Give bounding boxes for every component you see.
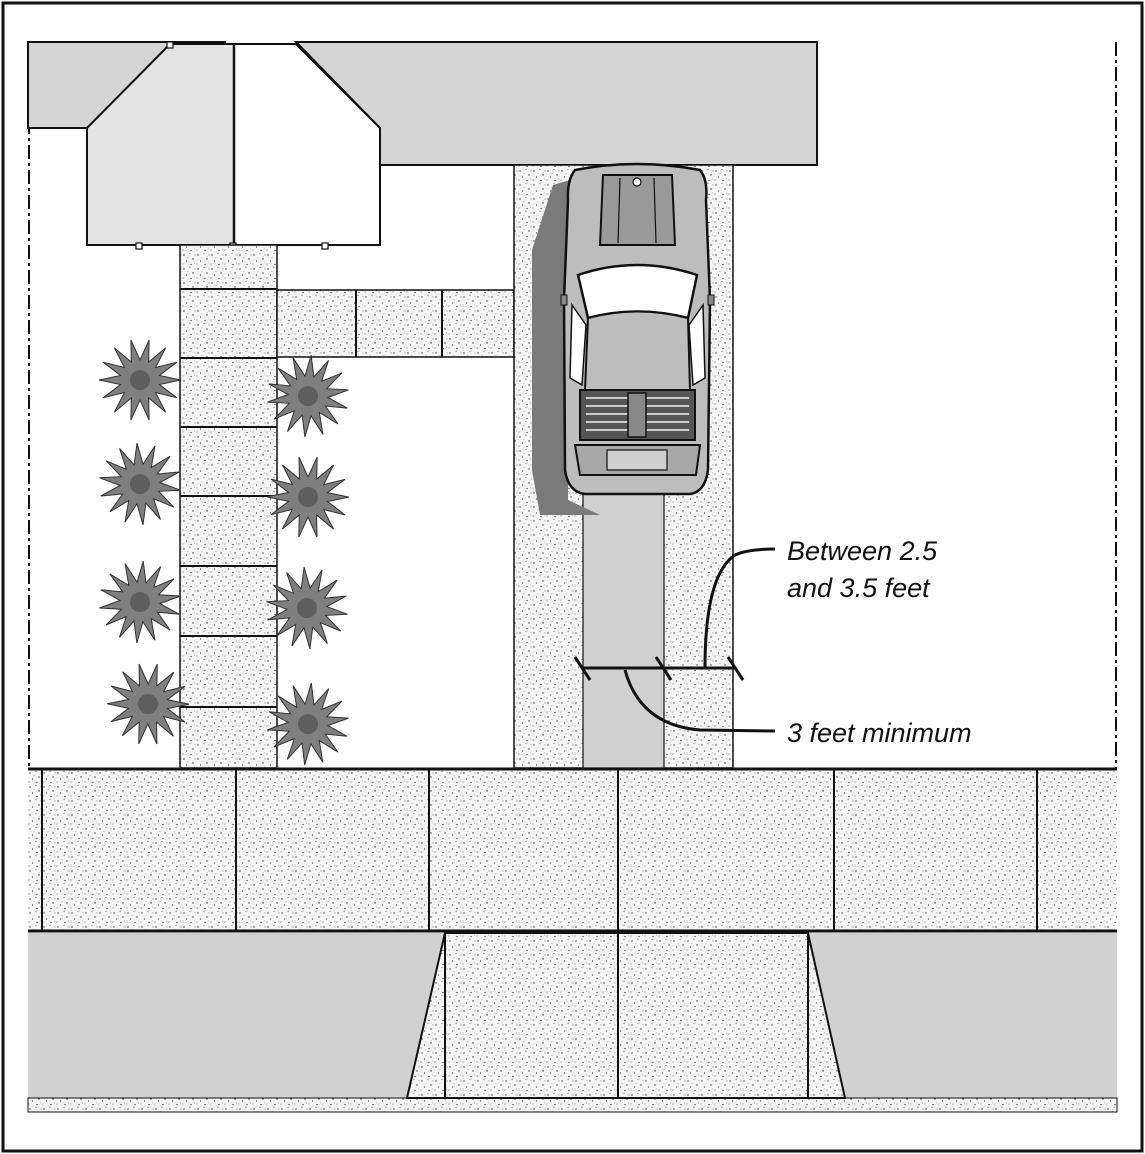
shrub-center <box>298 487 318 507</box>
strip-width-label-line2: and 3.5 feet <box>787 573 930 603</box>
shrub-center <box>298 386 318 406</box>
shrub-center <box>130 370 150 390</box>
dimension-lines <box>573 547 776 733</box>
center-width-label: 3 feet minimum <box>787 718 972 748</box>
public-sidewalk <box>28 767 1117 933</box>
leader-center-width <box>623 669 776 733</box>
front-walkway <box>179 244 278 769</box>
strip-width-label-line1: Between 2.5 <box>787 536 938 566</box>
driveway-apron <box>405 932 847 1099</box>
shrub-center <box>138 694 158 714</box>
shrub-center <box>130 592 150 612</box>
shrub-center <box>298 714 318 734</box>
shrub-center <box>297 598 317 618</box>
center-grass-strip <box>582 479 665 769</box>
connecting-walkway <box>276 289 515 358</box>
shrub-center <box>130 474 150 494</box>
car-icon <box>560 162 715 496</box>
shrub-icon <box>98 339 350 766</box>
leader-strip-width <box>703 547 776 669</box>
